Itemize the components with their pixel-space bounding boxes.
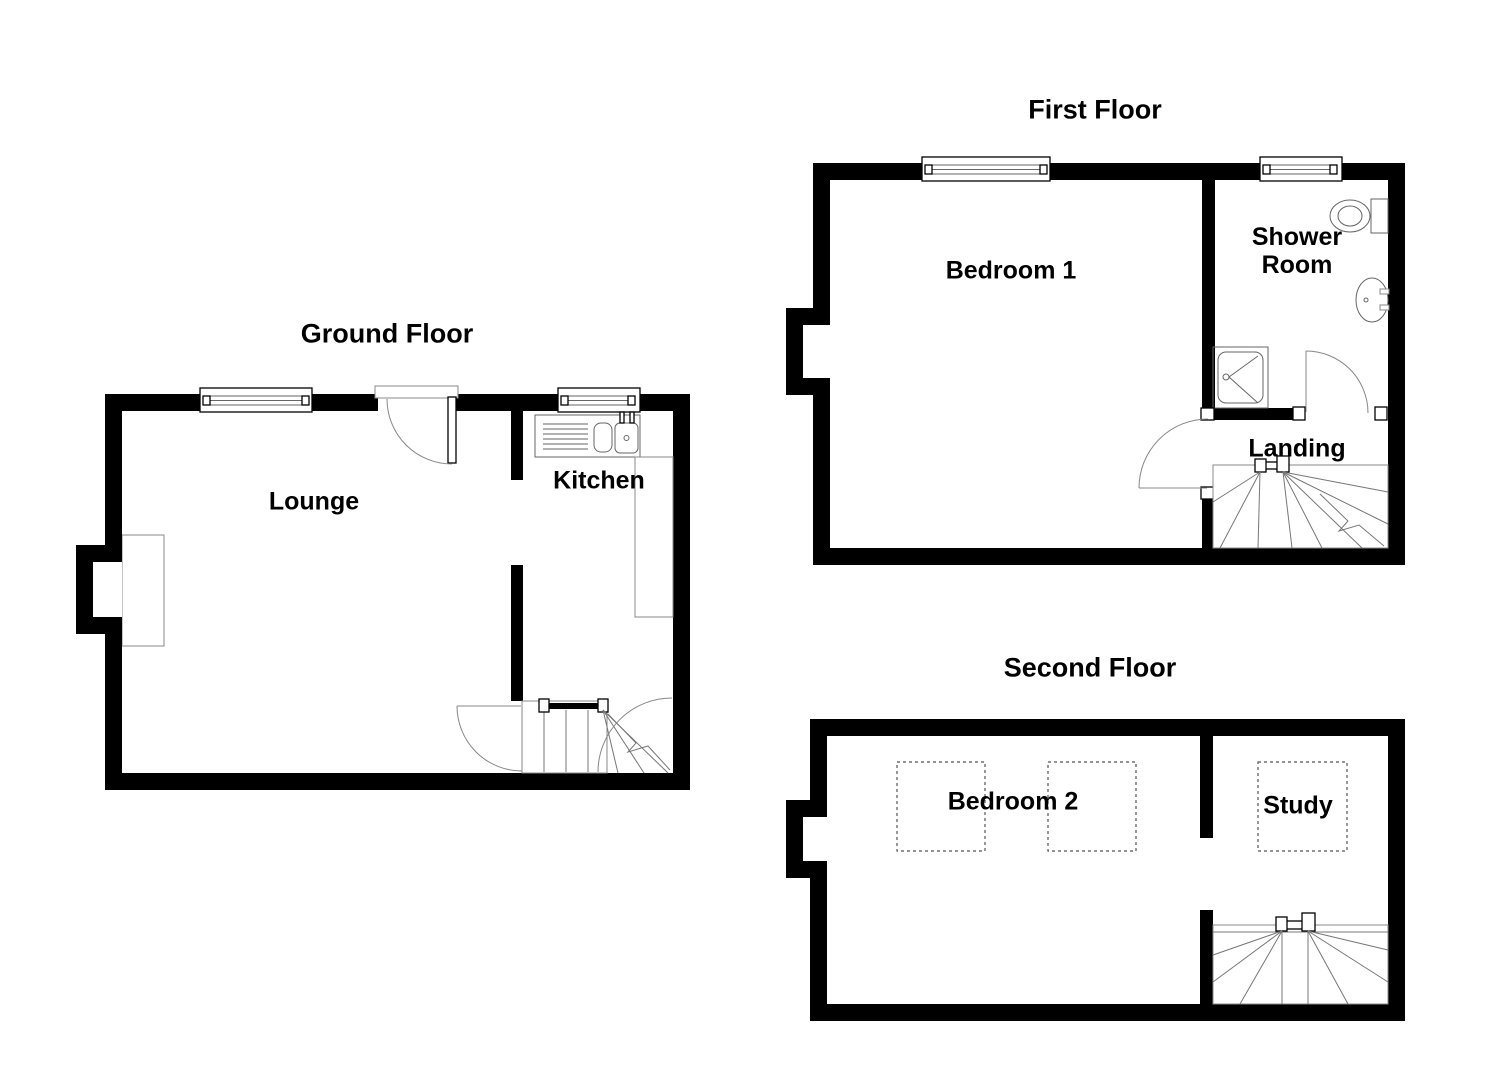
bedroom-door-icon bbox=[1138, 418, 1209, 489]
wall-bottom bbox=[813, 548, 1405, 565]
bay-recess bbox=[93, 562, 122, 617]
second-floor-title: Second Floor bbox=[1003, 652, 1177, 683]
wall-right bbox=[673, 394, 690, 790]
ground-floor-plan bbox=[76, 385, 690, 790]
staircase-icon bbox=[521, 698, 671, 774]
first-floor-title: First Floor bbox=[1028, 94, 1162, 125]
shower-tray-icon bbox=[1212, 346, 1269, 409]
staircase-icon bbox=[1212, 912, 1389, 1005]
partition-study-lower bbox=[1200, 910, 1213, 1004]
second-floor-plan bbox=[786, 719, 1405, 1021]
first-floor-plan bbox=[786, 156, 1405, 565]
chimney-bay bbox=[121, 534, 165, 647]
room-label-shower-room: Shower Room bbox=[1251, 223, 1343, 279]
door-jamb bbox=[1200, 407, 1215, 421]
kitchen-counter bbox=[634, 456, 674, 618]
toilet-icon bbox=[1329, 198, 1389, 234]
bay-recess bbox=[803, 817, 827, 861]
restricted-height-zone bbox=[1257, 761, 1348, 852]
door-jamb bbox=[1200, 486, 1215, 500]
window-icon bbox=[1259, 156, 1343, 182]
entrance-door-icon bbox=[374, 385, 459, 465]
bay-recess bbox=[803, 325, 830, 378]
partition-kitchen-lower bbox=[511, 565, 523, 701]
room-label-landing: Landing bbox=[1248, 434, 1346, 463]
window-icon bbox=[557, 387, 641, 413]
room-label-kitchen: Kitchen bbox=[553, 466, 645, 495]
room-label-bedroom1: Bedroom 1 bbox=[945, 256, 1077, 285]
room-label-study: Study bbox=[1263, 791, 1333, 820]
kitchen-sink-icon bbox=[534, 411, 641, 458]
internal-door-icon bbox=[456, 705, 523, 772]
window-icon bbox=[921, 156, 1051, 182]
room-label-bedroom2: Bedroom 2 bbox=[947, 787, 1079, 816]
shower-room-bottom-wall bbox=[1202, 408, 1293, 420]
door-jamb bbox=[1292, 406, 1306, 421]
partition-landing-lower bbox=[1202, 487, 1215, 548]
restricted-height-zone bbox=[896, 761, 986, 852]
room-label-lounge: Lounge bbox=[268, 487, 360, 516]
shower-room-door-icon bbox=[1305, 350, 1369, 414]
rear-door-icon bbox=[597, 697, 673, 773]
wall-bottom bbox=[105, 773, 690, 790]
wall-right bbox=[1388, 163, 1405, 565]
partition-shower-room bbox=[1202, 180, 1215, 420]
partition-kitchen-upper bbox=[511, 411, 523, 480]
partition-study-upper bbox=[1200, 736, 1213, 838]
wall-top bbox=[810, 719, 1405, 736]
wash-basin-icon bbox=[1355, 277, 1390, 323]
wall-right bbox=[1388, 719, 1405, 1021]
wall-bottom bbox=[810, 1004, 1405, 1021]
staircase-icon bbox=[1212, 455, 1389, 549]
window-icon bbox=[199, 387, 313, 413]
ground-floor-title: Ground Floor bbox=[300, 318, 474, 349]
restricted-height-zone bbox=[1047, 761, 1137, 852]
door-jamb bbox=[1374, 406, 1388, 421]
